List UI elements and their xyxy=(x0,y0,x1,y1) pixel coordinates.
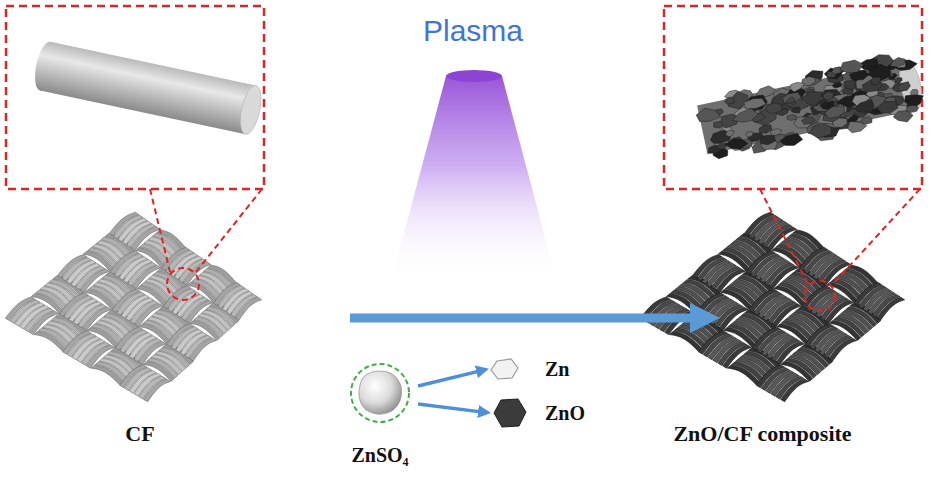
zno-flake xyxy=(724,136,749,152)
zno-flake xyxy=(889,56,907,68)
flow-arrow xyxy=(418,372,477,386)
fabric-strand xyxy=(235,297,262,320)
zno-flake xyxy=(905,104,919,113)
precursor-particle xyxy=(359,371,402,414)
leader-line xyxy=(760,189,808,284)
plasma-beam xyxy=(392,76,556,278)
node-label: ZnSO₄ xyxy=(342,444,418,466)
fabric-strand xyxy=(829,338,857,361)
flow-arrow xyxy=(350,314,692,323)
zno-flake xyxy=(759,134,776,147)
zno-flake xyxy=(808,123,833,140)
fabric-strand xyxy=(781,379,809,402)
zno-flake xyxy=(824,104,846,119)
zno-flake xyxy=(724,96,735,105)
zno-flake xyxy=(779,132,803,148)
fabric-strand xyxy=(144,379,171,402)
leader-line xyxy=(150,189,170,272)
coated-fiber xyxy=(692,47,929,166)
leader-line xyxy=(833,189,920,284)
zno-flake xyxy=(790,106,801,114)
zoom-spot xyxy=(167,268,199,300)
zno-flake xyxy=(876,99,899,115)
fiber-cap xyxy=(237,84,265,137)
fabric-strand xyxy=(877,297,905,320)
zno-flake xyxy=(786,96,796,104)
zno-flake xyxy=(789,81,806,93)
zno-flake xyxy=(743,96,766,111)
carbon-fabric xyxy=(5,212,261,402)
plasma-label: Plasma xyxy=(373,14,573,47)
zno-hexagon xyxy=(494,399,526,427)
zoom-spot xyxy=(805,281,835,311)
node-label: ZnO/CF composite xyxy=(660,422,865,446)
zno-flake xyxy=(894,76,903,84)
zno-flake xyxy=(800,89,824,108)
zno-flakes xyxy=(692,50,915,166)
fiber-cylinder xyxy=(31,40,264,136)
zno-flake xyxy=(870,76,882,86)
fabric-strand xyxy=(189,338,216,361)
zno-flake xyxy=(786,114,797,122)
zno-flake xyxy=(758,124,772,135)
zno-flake xyxy=(745,131,753,137)
zno-flake xyxy=(717,143,727,151)
fabric-strand xyxy=(847,265,878,286)
zoom-box xyxy=(664,6,922,189)
fiber-body xyxy=(40,42,256,135)
zno-flake xyxy=(822,90,835,101)
composite-fabric xyxy=(640,212,904,402)
fabric-strand xyxy=(793,230,824,251)
zno-flake xyxy=(695,105,721,123)
zno-flake xyxy=(832,82,843,89)
node-label: Zn xyxy=(545,358,583,380)
fiber-body xyxy=(697,62,913,155)
zno-flake xyxy=(765,102,783,115)
fabric-strand xyxy=(208,265,237,286)
zno-flakes xyxy=(886,54,927,116)
flow-arrow xyxy=(418,404,479,412)
zno-flake xyxy=(725,129,735,137)
zno-flake xyxy=(731,107,760,124)
zno-flake xyxy=(852,99,875,115)
zn-hexagon xyxy=(491,359,518,379)
node-label: CF xyxy=(100,422,180,446)
zno-flake xyxy=(846,118,868,133)
plasma-nozzle xyxy=(446,70,502,82)
zno-flake xyxy=(832,116,849,129)
node-label: ZnO xyxy=(545,402,590,424)
leader-line xyxy=(196,189,262,272)
zno-flake xyxy=(910,89,919,96)
zoom-box xyxy=(6,6,264,189)
zno-flake xyxy=(839,58,865,75)
zno-flake xyxy=(823,66,843,81)
precursor-ring xyxy=(351,364,409,422)
zno-flake xyxy=(801,115,816,125)
zno-flake xyxy=(782,91,802,104)
